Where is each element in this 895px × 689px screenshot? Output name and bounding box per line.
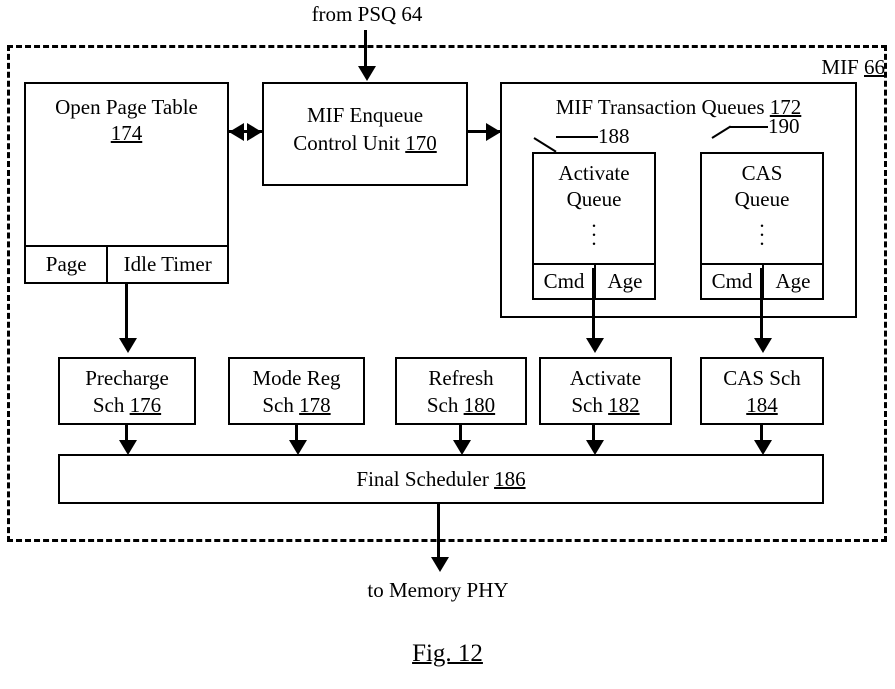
refresh-to-final-arrowhead <box>453 440 471 455</box>
precharge-sch-line2-row: Sch 176 <box>60 392 194 418</box>
activate-sch-line2: Sch <box>571 393 603 417</box>
mif-region-label: MIF 66 <box>770 55 885 80</box>
refresh-sch-ref: 180 <box>463 393 496 417</box>
opt-enqueue-arrowhead-right <box>247 123 262 141</box>
to-memory-phy-label: to Memory PHY <box>367 578 509 602</box>
final-scheduler-ref: 186 <box>494 467 526 491</box>
mif-boundary <box>7 45 887 542</box>
cas-queue-block[interactable]: CAS Queue ... Cmd Age <box>700 152 824 300</box>
activate-sch-line1: Activate <box>569 366 642 390</box>
enqueue-queues-arrowhead <box>486 123 501 141</box>
mode-reg-sch-line1: Mode Reg <box>252 366 341 390</box>
precharge-scheduler-block[interactable]: Precharge Sch 176 <box>58 357 196 425</box>
activate-scheduler-block[interactable]: Activate Sch 182 <box>539 357 672 425</box>
mode-reg-sch-ref: 178 <box>299 393 331 417</box>
cas-queue-ref-190: 190 <box>768 114 800 138</box>
psq-input-arrowhead <box>358 66 376 81</box>
precharge-sch-line2: Sch <box>92 393 125 417</box>
open-page-table-columns: Page Idle Timer <box>26 245 227 282</box>
psq-input-line <box>364 30 367 68</box>
cas-to-final-arrowhead <box>754 440 772 455</box>
open-page-table-ref: 174 <box>110 121 143 145</box>
final-scheduler-title: Final Scheduler <box>356 467 489 491</box>
activate-queue-to-sch-line <box>592 268 595 340</box>
cas-queue-columns: Cmd Age <box>702 263 822 298</box>
refresh-scheduler-block[interactable]: Refresh Sch 180 <box>395 357 527 425</box>
open-page-table-block[interactable]: Open Page Table 174 Page Idle Timer <box>24 82 229 284</box>
activate-queue-line2: Queue <box>566 187 622 211</box>
activate-to-final-arrowhead <box>586 440 604 455</box>
activate-queue-line1: Activate <box>558 161 630 185</box>
mif-enqueue-control-unit-block[interactable]: MIF Enqueue Control Unit 170 <box>262 82 468 186</box>
cas-queue-to-sch-arrowhead <box>754 338 772 353</box>
activate-queue-columns: Cmd Age <box>534 263 654 298</box>
cas-queue-line2: Queue <box>734 187 790 211</box>
transaction-queues-ref: 172 <box>769 95 802 119</box>
cas-sch-ref: 184 <box>746 393 778 417</box>
open-page-table-col-page: Page <box>45 252 87 276</box>
activate-sch-line2-row: Sch 182 <box>541 392 670 418</box>
cas-to-final-line <box>760 425 763 443</box>
idle-timer-to-precharge-line <box>125 284 128 340</box>
refresh-sch-line2-row: Sch 180 <box>397 392 525 418</box>
enqueue-queues-connector <box>468 130 501 133</box>
transaction-queues-title: MIF Transaction Queues <box>555 95 765 119</box>
opt-enqueue-arrowhead-left <box>229 123 244 141</box>
mode-reg-scheduler-block[interactable]: Mode Reg Sch 178 <box>228 357 365 425</box>
mif-region-label-ref: 66 <box>864 55 885 79</box>
mif-enqueue-ref: 170 <box>405 131 437 155</box>
opt-enqueue-connector <box>229 130 262 133</box>
final-scheduler-title-row: Final Scheduler 186 <box>60 466 822 492</box>
final-scheduler-block[interactable]: Final Scheduler 186 <box>58 454 824 504</box>
activate-to-final-line <box>592 425 595 443</box>
cas-queue-col-age: Age <box>762 265 822 298</box>
mode-reg-to-final-arrowhead <box>289 440 307 455</box>
precharge-to-final-arrowhead <box>119 440 137 455</box>
precharge-to-final-line <box>125 425 128 443</box>
precharge-sch-ref: 176 <box>129 393 162 417</box>
activate-queue-to-sch-arrowhead <box>586 338 604 353</box>
mif-enqueue-line2-row: Control Unit 170 <box>264 130 466 156</box>
cas-queue-ellipsis: ... <box>759 208 765 250</box>
open-page-table-title: Open Page Table <box>55 95 198 119</box>
from-psq-label: from PSQ 64 <box>311 2 423 26</box>
cas-queue-to-sch-line <box>760 268 763 340</box>
activate-queue-leader-horizontal <box>556 136 598 138</box>
cas-sch-line1: CAS Sch <box>723 366 801 390</box>
activate-queue-col-cmd: Cmd <box>543 269 585 293</box>
idle-timer-to-precharge-arrowhead <box>119 338 137 353</box>
open-page-table-col-idle-timer: Idle Timer <box>106 247 227 282</box>
cas-scheduler-block[interactable]: CAS Sch 184 <box>700 357 824 425</box>
refresh-sch-line1: Refresh <box>428 366 494 390</box>
activate-queue-ref-188: 188 <box>598 124 630 148</box>
transaction-queues-title-row: MIF Transaction Queues 172 <box>502 94 855 120</box>
mif-enqueue-line2: Control Unit <box>293 131 400 155</box>
figure-caption: Fig. 12 <box>412 640 483 667</box>
refresh-to-final-line <box>459 425 462 443</box>
mode-reg-sch-line2-row: Sch 178 <box>230 392 363 418</box>
cas-queue-leader-horizontal <box>730 126 768 128</box>
mif-enqueue-line1: MIF Enqueue <box>306 103 424 127</box>
precharge-sch-line1: Precharge <box>85 366 169 390</box>
final-scheduler-output-line <box>437 504 440 560</box>
final-scheduler-output-arrowhead <box>431 557 449 572</box>
refresh-sch-line2: Sch <box>426 393 459 417</box>
activate-queue-col-age: Age <box>594 265 654 298</box>
mif-region-label-text: MIF <box>821 55 859 79</box>
mode-reg-to-final-line <box>295 425 298 443</box>
activate-sch-ref: 182 <box>608 393 640 417</box>
mode-reg-sch-line2: Sch <box>262 393 294 417</box>
cas-queue-col-cmd: Cmd <box>711 269 753 293</box>
cas-queue-line1: CAS <box>741 161 783 185</box>
activate-queue-ellipsis: ... <box>591 208 597 250</box>
